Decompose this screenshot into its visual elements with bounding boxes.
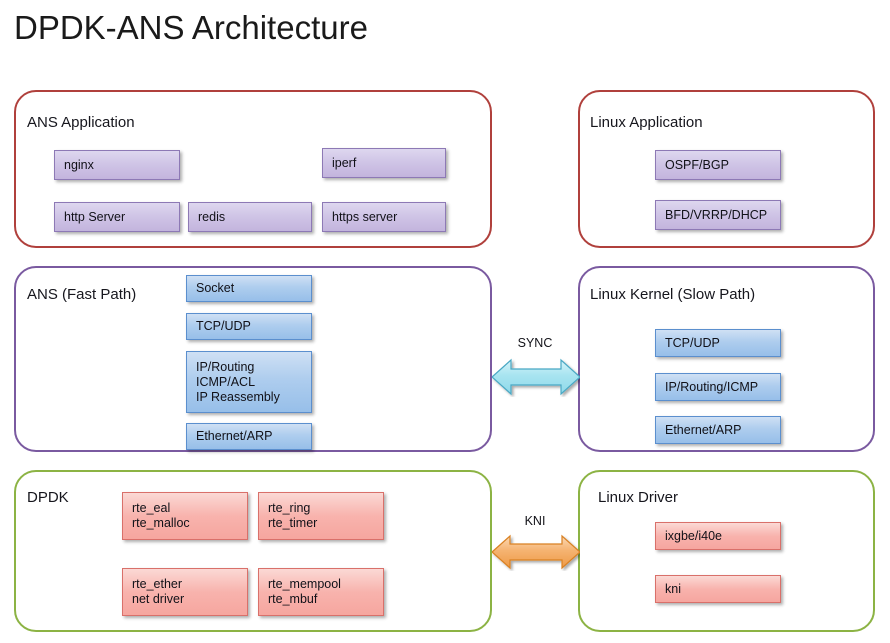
kni-arrow <box>491 533 581 571</box>
box-kni[interactable]: kni <box>655 575 781 603</box>
box-socket[interactable]: Socket <box>186 275 312 302</box>
box-ip-routing-icmp[interactable]: IP/Routing/ICMP <box>655 373 781 401</box>
panel-ans-fast-path-label: ANS (Fast Path) <box>27 286 137 303</box>
box-nginx[interactable]: nginx <box>54 150 180 180</box>
panel-linux-kernel-slow-path-label: Linux Kernel (Slow Path) <box>590 286 756 303</box>
kni-arrow-label: KNI <box>524 514 546 528</box>
page-title: DPDK-ANS Architecture <box>14 9 368 46</box>
box-iperf[interactable]: iperf <box>322 148 446 178</box>
sync-arrow <box>491 357 581 397</box>
box-ethernet-arp[interactable]: Ethernet/ARP <box>186 423 312 450</box>
box-ethernet-arp-kernel[interactable]: Ethernet/ARP <box>655 416 781 444</box>
box-ospf-bgp[interactable]: OSPF/BGP <box>655 150 781 180</box>
box-ixgbe-i40e[interactable]: ixgbe/i40e <box>655 522 781 550</box>
box-http-server[interactable]: http Server <box>54 202 180 232</box>
box-rte-ring[interactable]: rte_ring rte_timer <box>258 492 384 540</box>
box-bfd-vrrp-dhcp[interactable]: BFD/VRRP/DHCP <box>655 200 781 230</box>
box-https-server[interactable]: https server <box>322 202 446 232</box>
panel-linux-driver <box>578 470 875 632</box>
panel-linux-application-label: Linux Application <box>590 114 703 131</box>
box-tcp-udp[interactable]: TCP/UDP <box>186 313 312 340</box>
panel-dpdk-label: DPDK <box>27 489 69 506</box>
panel-dpdk <box>14 470 492 632</box>
box-rte-mempool[interactable]: rte_mempool rte_mbuf <box>258 568 384 616</box>
box-redis[interactable]: redis <box>188 202 312 232</box>
sync-arrow-label: SYNC <box>517 336 553 350</box>
panel-ans-application-label: ANS Application <box>27 114 135 131</box>
box-ip-routing[interactable]: IP/Routing ICMP/ACL IP Reassembly <box>186 351 312 413</box>
box-tcp-udp-kernel[interactable]: TCP/UDP <box>655 329 781 357</box>
box-rte-ether[interactable]: rte_ether net driver <box>122 568 248 616</box>
kni-arrow-glyph <box>491 534 581 570</box>
panel-linux-driver-label: Linux Driver <box>598 489 679 506</box>
box-rte-eal[interactable]: rte_eal rte_malloc <box>122 492 248 540</box>
sync-arrow-glyph <box>491 358 581 396</box>
